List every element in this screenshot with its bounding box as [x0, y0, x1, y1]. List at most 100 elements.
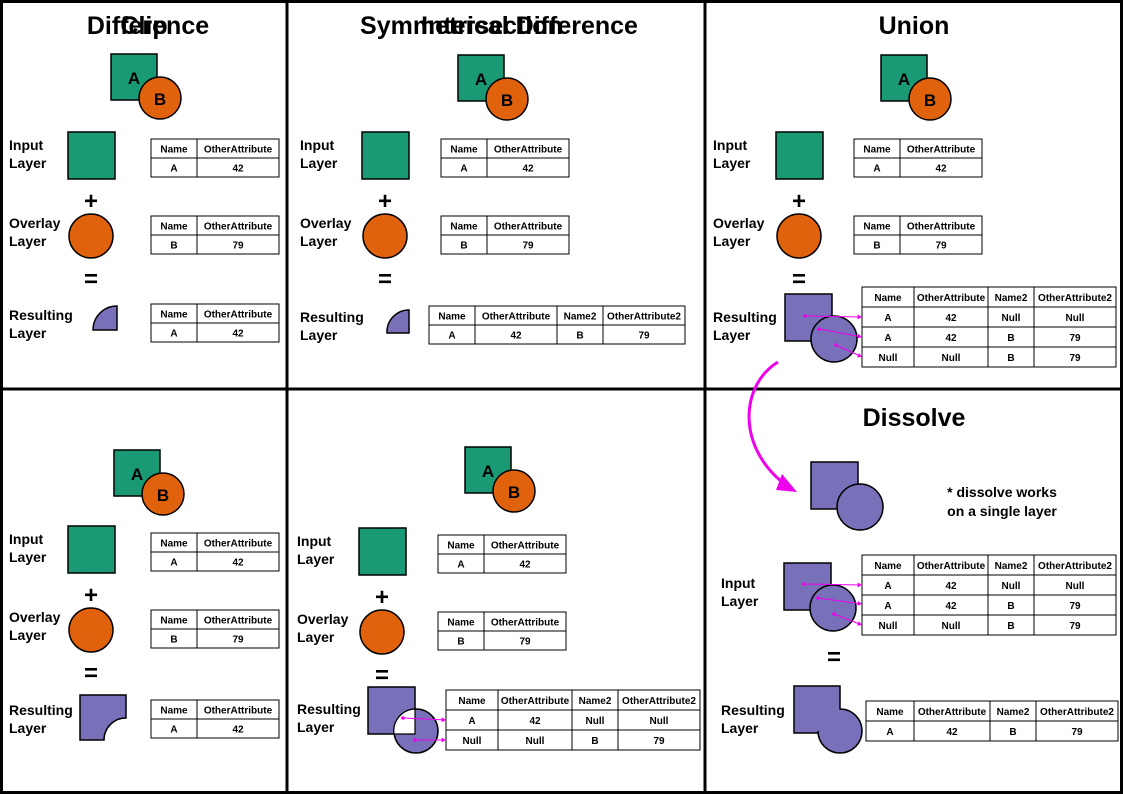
- cell-value: B: [457, 637, 464, 648]
- table-cell: [483, 553, 567, 574]
- connector-dot: [817, 327, 821, 331]
- dissolve-resulting-label-line: Layer: [721, 720, 759, 736]
- label-a: A: [128, 69, 140, 88]
- label-a: A: [482, 462, 494, 481]
- union-circle: [809, 584, 857, 632]
- symdiff-resulting-label-line: Layer: [297, 719, 335, 735]
- cell-value: A: [170, 329, 177, 340]
- cell-value: Null: [942, 621, 961, 632]
- connector-arrowhead: [441, 737, 446, 743]
- cell-value: 42: [945, 601, 957, 612]
- clip-input-square: [67, 131, 116, 180]
- dissolve-input-shape: [783, 562, 857, 632]
- intersection-plus-icon: +: [378, 188, 392, 215]
- connector-arrowhead: [857, 352, 862, 358]
- column-header: Name2: [995, 561, 1028, 572]
- union-input-label-line: Input: [713, 137, 748, 153]
- circle-b-icon: [492, 469, 536, 513]
- column-header: Name: [458, 696, 486, 707]
- dissolve-note: * dissolve works: [947, 484, 1057, 500]
- label-a: A: [898, 70, 910, 89]
- intersection-result-shape: [386, 309, 410, 334]
- cell-value: 42: [522, 164, 534, 175]
- table-cell: [196, 628, 280, 649]
- column-header: OtherAttribute: [501, 696, 570, 707]
- column-header: OtherAttribute: [204, 706, 273, 717]
- cell-value: 42: [232, 329, 244, 340]
- dissolve-flow-arrow: [747, 360, 791, 490]
- difference-overlay-circle: [68, 607, 114, 653]
- column-header: OtherAttribute2: [607, 312, 681, 323]
- difference-input-label-line: Layer: [9, 549, 47, 565]
- column-header: Name: [160, 145, 188, 156]
- label-b: B: [924, 91, 936, 110]
- circle-b-icon: [138, 76, 182, 120]
- clip-overlay-label-line: Overlay: [9, 215, 61, 231]
- cell-value: Null: [1002, 313, 1021, 324]
- union-overlay-label-line: Overlay: [713, 215, 765, 231]
- cell-value: 79: [522, 241, 534, 252]
- column-header: OtherAttribute: [204, 145, 273, 156]
- connector-dot: [816, 596, 820, 600]
- clip-result-shape: [92, 305, 118, 331]
- cell-value: A: [460, 164, 467, 175]
- connector-line: [804, 315, 863, 318]
- connector-line: [833, 613, 863, 626]
- difference-input-square: [67, 525, 116, 574]
- symdiff-resulting-label-line: Resulting: [297, 701, 361, 717]
- column-header: OtherAttribute: [918, 707, 987, 718]
- dissolve-input-label-line: Layer: [721, 593, 759, 609]
- symdiff-input-square: [358, 527, 407, 576]
- cell-value: A: [884, 581, 891, 592]
- cell-value: 42: [232, 558, 244, 569]
- column-header: OtherAttribute: [204, 539, 273, 550]
- difference-ab-icon: AB: [113, 449, 185, 516]
- connector-line: [818, 328, 863, 338]
- dissolve-title: Dissolve: [863, 404, 966, 432]
- cell-value: 79: [638, 331, 650, 342]
- symdiff-title: Symmetrical Difference: [360, 12, 638, 40]
- column-header: OtherAttribute: [482, 312, 551, 323]
- cell-value: 42: [945, 313, 957, 324]
- column-header: Name: [160, 616, 188, 627]
- symdiff-input-label-line: Layer: [297, 551, 335, 567]
- column-header: OtherAttribute: [204, 616, 273, 627]
- cell-value: B: [591, 736, 598, 747]
- cell-value: B: [1009, 727, 1016, 738]
- column-header: OtherAttribute2: [1038, 293, 1112, 304]
- union-title: Union: [879, 12, 950, 40]
- connector-arrowhead: [857, 582, 862, 588]
- cell-value: B: [170, 635, 177, 646]
- cell-value: Null: [1002, 581, 1021, 592]
- connector-dot: [803, 314, 807, 318]
- symdiff-overlap-hole: [393, 708, 416, 735]
- cell-value: Null: [942, 353, 961, 364]
- column-header: Name: [450, 145, 478, 156]
- column-header: Name2: [997, 707, 1030, 718]
- dissolve-result-shape: [793, 685, 863, 754]
- cell-value: B: [1007, 601, 1014, 612]
- table-cell: [1033, 346, 1117, 368]
- cell-value: B: [576, 331, 583, 342]
- union-ab-icon: AB: [880, 54, 952, 121]
- cell-value: B: [1007, 353, 1014, 364]
- cell-value: Null: [650, 716, 669, 727]
- union-plus-icon: +: [792, 188, 806, 215]
- clip-title: Clip: [120, 12, 167, 40]
- connector-dot: [413, 738, 417, 742]
- table-cell: [196, 551, 280, 572]
- dissolve-resulting-label-line: Resulting: [721, 702, 785, 718]
- cell-value: A: [884, 601, 891, 612]
- clip-input-label-line: Input: [9, 137, 44, 153]
